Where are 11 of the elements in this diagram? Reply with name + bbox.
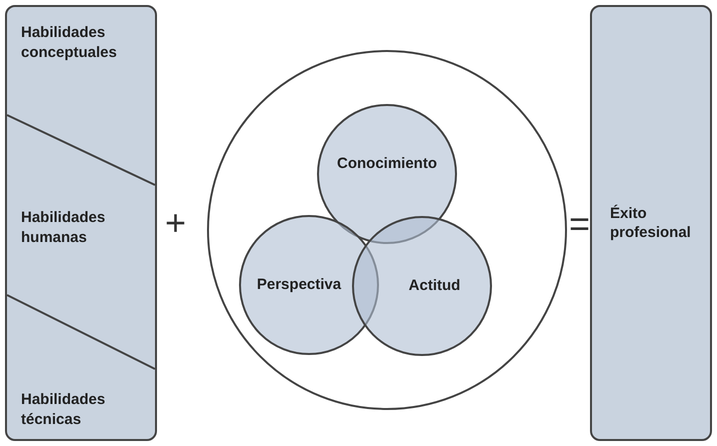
operator-sign: +	[165, 205, 186, 241]
node-label: Éxito profesional	[610, 204, 692, 242]
node-label: Conocimiento	[337, 154, 437, 174]
node-label: Actitud	[408, 276, 460, 296]
operator-sign: =	[569, 206, 590, 242]
skills-panel	[5, 5, 157, 441]
skill-section: Habilidades humanas	[21, 205, 155, 250]
skill-section: Habilidades técnicas	[21, 387, 155, 432]
skill-section: Habilidades conceptuales	[21, 15, 155, 70]
node-label: Perspectiva	[256, 275, 342, 295]
result-panel	[590, 5, 712, 441]
